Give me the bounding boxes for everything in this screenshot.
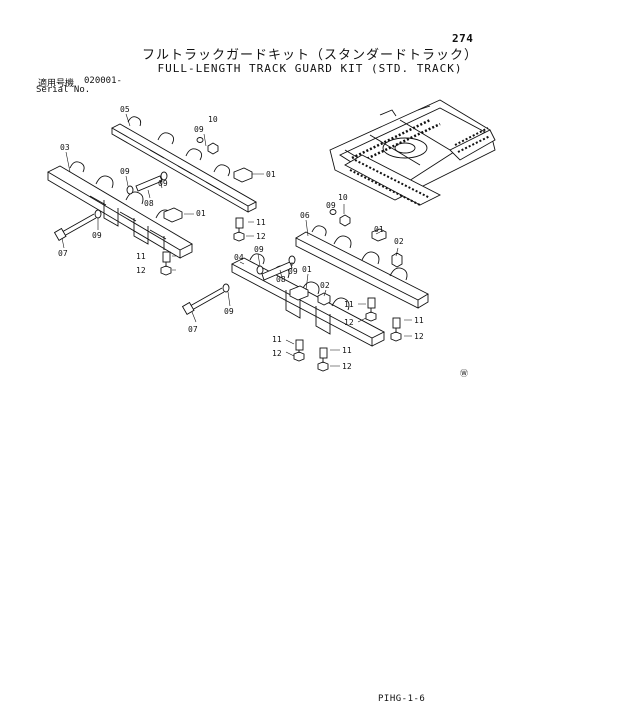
callout-02: 02 — [320, 281, 330, 290]
callout-09: 09 — [288, 267, 298, 276]
callout-09: 09 — [224, 307, 234, 316]
page-title-japanese: フルトラックガードキット（スタンダードトラック） — [141, 48, 478, 63]
track-guard-05 — [111, 116, 257, 213]
callout-07: 07 — [188, 325, 198, 334]
callout-11: 11 — [256, 218, 266, 227]
callout-06: 06 — [300, 211, 310, 220]
page-title-english: FULL-LENGTH TRACK GUARD KIT (STD. TRACK) — [157, 62, 463, 75]
callout-01: 01 — [302, 265, 312, 274]
callout-11: 11 — [272, 335, 282, 344]
track-guard-06 — [295, 225, 429, 309]
callout-05: 05 — [120, 105, 130, 114]
callout-12: 12 — [344, 318, 354, 327]
callout-12: 12 — [342, 362, 352, 371]
callout-11: 11 — [342, 346, 352, 355]
track-guard-03 — [47, 161, 193, 259]
callout-01: 01 — [266, 170, 276, 179]
serial-number: 020001- — [84, 76, 122, 86]
bolt-07-upper — [61, 213, 97, 237]
callout-08: 08 — [144, 199, 154, 208]
callout-09: 09 — [254, 245, 264, 254]
callout-08: 08 — [276, 275, 286, 284]
callout-11: 11 — [136, 252, 146, 261]
callout-09: 09 — [194, 125, 204, 134]
callout-12: 12 — [136, 266, 146, 275]
callout-12: 12 — [272, 349, 282, 358]
pin-08-upper — [135, 175, 163, 192]
callout-09: 09 — [158, 179, 168, 188]
callout-09: 09 — [92, 231, 102, 240]
callout-10: 10 — [338, 193, 348, 202]
track-guard-04 — [231, 253, 385, 347]
callout-03: 03 — [60, 143, 70, 152]
callout-01: 01 — [196, 209, 206, 218]
callout-09: 09 — [326, 201, 336, 210]
callout-11: 11 — [344, 300, 354, 309]
serial-label-japanese: 適用号機 — [38, 79, 75, 89]
bolt-07-lower — [189, 287, 225, 311]
callout-07: 07 — [58, 249, 68, 258]
callout-10: 10 — [208, 115, 218, 124]
page-number: 274 — [452, 32, 474, 45]
callout-12: 12 — [256, 232, 266, 241]
callout-12: 12 — [414, 332, 424, 341]
callout-02: 02 — [394, 237, 404, 246]
callout-01: 01 — [374, 225, 384, 234]
undercarriage-thumbnail — [329, 99, 496, 206]
serial-label-english: Serial No. — [36, 85, 91, 95]
marking-symbol: Ⓦ — [460, 369, 468, 378]
callout-04: 04 — [234, 253, 244, 262]
callout-11: 11 — [414, 316, 424, 325]
footer-code: PIHG-1-6 — [378, 694, 426, 704]
pin-08-lower — [261, 261, 293, 281]
callout-09: 09 — [120, 167, 130, 176]
